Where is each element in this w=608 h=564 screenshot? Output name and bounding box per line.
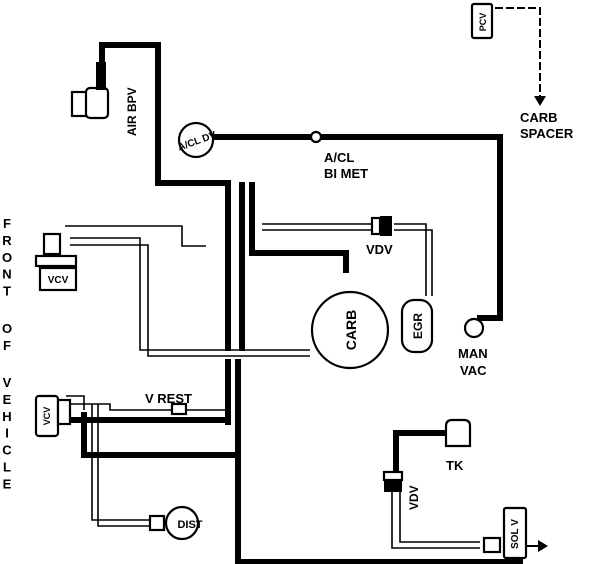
hose-vdv-bottom-b [399,490,480,543]
distributor: DIST [148,505,203,541]
carb-spacer-label-line1: CARB [520,110,558,125]
sol-v-arrow-icon [538,540,548,552]
egr-valve: EGR [400,298,434,354]
hose-upper-vcv-c [65,225,206,247]
hose-upper-vcv-a [70,237,310,351]
vdv-bottom-label: VDV [407,485,421,510]
man-vac-fitting [463,317,485,339]
sol-v-label: SOL V [510,519,521,549]
vcv-upper-component: VCV [34,232,78,292]
v-rest-label: V REST [145,391,192,406]
tk-component [444,418,472,448]
carburetor: CARB [310,290,390,370]
thin-vacuum-lines [65,7,541,549]
solenoid-valve: SOL V [482,506,548,560]
vdv-top-label: VDV [366,242,393,257]
pcv-valve: PCV [470,2,494,40]
vdv-bottom-component [382,470,404,492]
hose-dist-c [97,404,150,527]
pcv-label: PCV [478,13,488,32]
acl-bimet-label-line2: BI MET [324,166,368,181]
hose-upper-vcv-b [70,244,310,357]
hose-v-rest-upper [70,403,228,411]
hose-dist-b [91,404,150,521]
man-vac-label-line1: MAN [458,346,488,361]
hose-vdv-bottom-a [391,490,480,549]
hose-to-carb [249,250,349,273]
carb-label: CARB [343,310,359,350]
vdv-top-component [370,216,392,236]
acl-dv-component: A/CL DV [177,121,218,159]
air-bpv-valve [70,62,110,120]
vcv-lower-label: VCV [42,407,52,426]
man-vac-label-line2: VAC [460,363,487,378]
hose-acl-to-man-vac [212,134,503,321]
v-rest-restrictor [170,402,188,416]
tk-label: TK [446,458,464,473]
pcv-arrow-icon [534,96,546,106]
acl-bimet-label-line1: A/CL [324,150,354,165]
vcv-upper-label: VCV [48,275,69,286]
hose-dist-a [66,395,85,410]
carb-spacer-label-line2: SPACER [520,126,574,141]
egr-label: EGR [411,313,425,339]
air-bpv-label: AIR BPV [125,87,139,136]
dist-label: DIST [177,519,202,531]
acl-bimet-junction [309,130,323,144]
hose-trunk-lower [235,359,523,564]
vcv-lower-component: VCV [34,394,72,438]
hose-air-bpv [99,42,231,186]
hose-tk-vdv [393,430,453,473]
hose-vdv-to-egr-a [394,223,427,296]
hose-vdv-to-egr-b [394,229,433,296]
hose-pcv-dashed [495,7,541,99]
hose-lower-vcv [81,412,241,458]
